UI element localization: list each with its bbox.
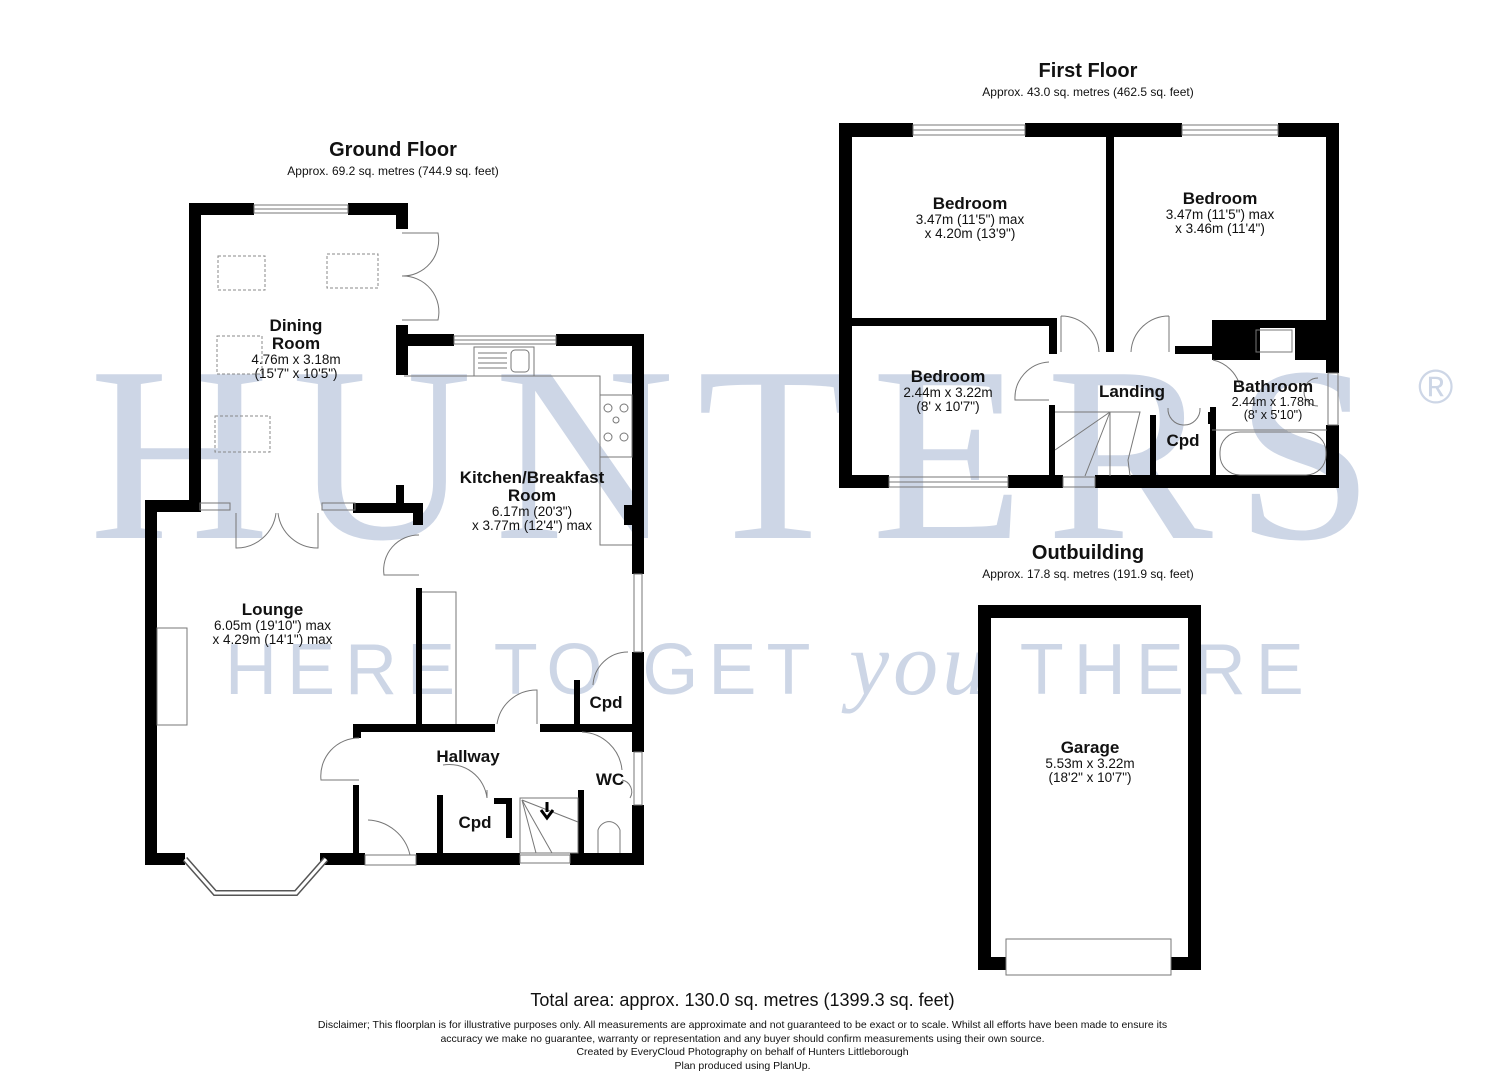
outbuilding-area: Approx. 17.8 sq. metres (191.9 sq. feet) — [982, 567, 1194, 581]
room-name: WC — [595, 770, 625, 789]
first-floor-area: Approx. 43.0 sq. metres (462.5 sq. feet) — [982, 85, 1194, 99]
ground-floor-area: Approx. 69.2 sq. metres (744.9 sq. feet) — [287, 164, 499, 178]
room-dim: x 3.77m (12'4") max — [472, 517, 592, 533]
room-dim: (8' x 5'10") — [1243, 407, 1303, 422]
room-name: Landing — [1098, 382, 1166, 401]
room-kitchen: Kitchen/Breakfast Room 6.17m (20'3") x 3… — [432, 469, 632, 533]
room-dim: (18'2" x 10'7") — [1048, 770, 1132, 786]
room-dining: Dining Room 4.76m x 3.18m (15'7" x 10'5"… — [216, 317, 376, 381]
room-dim: 4.76m x 3.18m — [251, 351, 341, 367]
room-name: Dining — [269, 316, 323, 335]
room-name: Bathroom — [1232, 377, 1314, 396]
room-dim: 3.47m (11'5") max — [1165, 206, 1275, 222]
room-name: Bedroom — [932, 194, 1008, 213]
room-dim: x 3.46m (11'4") — [1175, 221, 1265, 237]
room-hallway: Hallway — [418, 748, 518, 766]
first-floor-title: First Floor — [1038, 60, 1138, 82]
room-name: Room — [271, 333, 321, 353]
room-dim: (8' x 10'7") — [916, 399, 980, 415]
room-wc: WC — [588, 771, 632, 789]
outbuilding-title: Outbuilding — [1031, 542, 1145, 564]
room-name: Cpd — [589, 693, 623, 712]
room-dim: 6.05m (19'10") max — [214, 617, 331, 633]
ground-floor-title: Ground Floor — [329, 139, 457, 161]
room-dim: x 4.20m (13'9") — [924, 226, 1016, 242]
room-dim: 2.44m x 3.22m — [903, 384, 993, 400]
room-name: Room — [507, 485, 557, 505]
room-name: Lounge — [241, 600, 304, 619]
room-name: Cpd — [1166, 431, 1200, 450]
room-dim: 3.47m (11'5") max — [915, 211, 1025, 227]
room-bedroom-2: Bedroom 3.47m (11'5") max x 3.46m (11'4"… — [1130, 190, 1310, 236]
room-name: Bedroom — [1182, 189, 1258, 208]
room-dim: 2.44m x 1.78m — [1231, 394, 1315, 409]
room-name: Cpd — [458, 813, 492, 832]
room-bedroom-1: Bedroom 3.47m (11'5") max x 4.20m (13'9"… — [880, 195, 1060, 241]
room-dim: 5.53m x 3.22m — [1045, 755, 1135, 771]
room-dim: x 4.29m (14'1") max — [212, 632, 333, 648]
room-dim: 6.17m (20'3") — [491, 503, 573, 519]
room-garage: Garage 5.53m x 3.22m (18'2" x 10'7") — [1010, 739, 1170, 785]
disclaimer-line-1: Disclaimer; This floorplan is for illust… — [317, 1019, 1168, 1031]
room-bedroom-3: Bedroom 2.44m x 3.22m (8' x 10'7") — [878, 368, 1018, 414]
disclaimer: Disclaimer; This floorplan is for illust… — [250, 1019, 1235, 1073]
room-name: Garage — [1060, 738, 1120, 757]
software-line: Plan produced using PlanUp. — [674, 1059, 811, 1072]
total-area: Total area: approx. 130.0 sq. metres (13… — [530, 990, 955, 1010]
room-bathroom: Bathroom 2.44m x 1.78m (8' x 5'10") — [1220, 378, 1326, 422]
room-cpd-kitchen: Cpd — [580, 694, 632, 712]
room-lounge: Lounge 6.05m (19'10") max x 4.29m (14'1"… — [180, 601, 365, 647]
room-name: Bedroom — [910, 367, 986, 386]
credit-line: Created by EveryCloud Photography on beh… — [576, 1046, 909, 1058]
disclaimer-line-2: accuracy we make no guarantee, warranty … — [440, 1032, 1045, 1045]
room-landing: Landing — [1082, 383, 1182, 401]
room-cpd-hall: Cpd — [445, 814, 505, 832]
room-cpd-landing: Cpd — [1157, 432, 1209, 450]
room-name: Kitchen/Breakfast — [459, 468, 605, 487]
room-name: Hallway — [436, 747, 500, 766]
room-dim: (15'7" x 10'5") — [254, 365, 338, 381]
